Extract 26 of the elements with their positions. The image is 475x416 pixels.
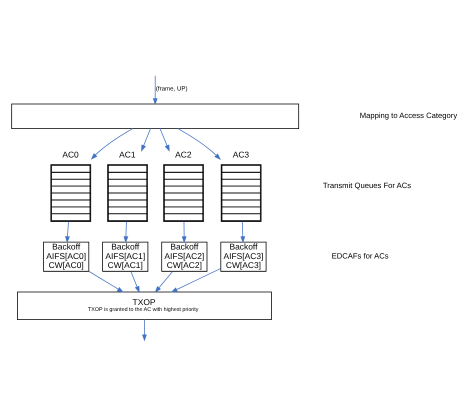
- arrow: [170, 268, 222, 293]
- node-box: Backoff AIFS[AC0] CW[AC0]: [43, 242, 90, 272]
- arrow: [160, 128, 170, 152]
- node-box: Backoff AIFS[AC2] CW[AC2]: [161, 242, 208, 272]
- node-label: AC0: [62, 150, 79, 160]
- arrow: [124, 221, 128, 244]
- arrow: [141, 128, 151, 152]
- arrow: [152, 75, 158, 106]
- arrow: [182, 221, 187, 244]
- label: EDCAFs for ACs: [332, 252, 389, 261]
- label: Mapping to Access Category: [360, 111, 458, 120]
- arrow: [142, 319, 147, 342]
- arrow: [240, 221, 246, 244]
- arrow: [154, 271, 173, 293]
- arrow: [90, 128, 133, 160]
- node-label: AC1: [119, 150, 136, 160]
- node-box: [11, 104, 300, 129]
- node-label: AC2: [175, 150, 192, 160]
- arrow: [88, 270, 124, 293]
- arrow: [65, 221, 70, 244]
- arrow: [178, 128, 221, 160]
- label: Transmit Queues For ACs: [322, 181, 412, 190]
- node-label: AC3: [232, 150, 250, 160]
- arrow: [130, 271, 140, 294]
- node-box: Backoff AIFS[AC3] CW[AC3]: [220, 242, 266, 272]
- node-box: Backoff AIFS[AC1] CW[AC1]: [102, 242, 148, 272]
